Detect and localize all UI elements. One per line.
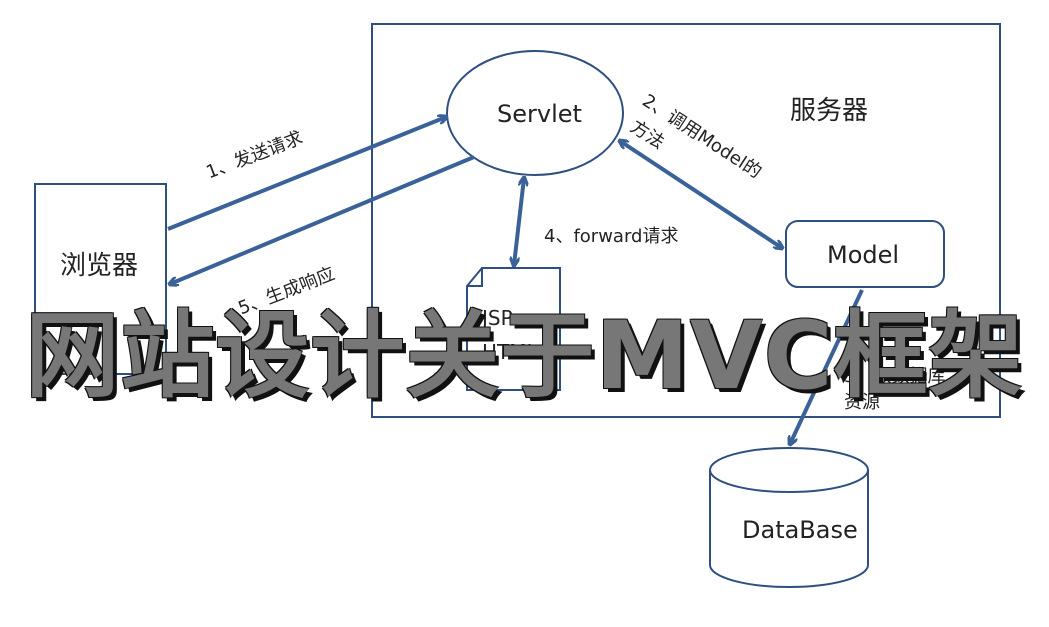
model-label: Model	[827, 241, 900, 269]
arrow-send-request	[167, 117, 446, 231]
browser-label: 浏览器	[60, 251, 139, 281]
overlay-title: 网站设计关于MVC框架	[25, 302, 1024, 411]
servlet-node	[446, 50, 624, 176]
database-label: DataBase	[742, 516, 858, 544]
jsp-label-line2: HTML	[482, 340, 538, 364]
jsp-document	[466, 267, 561, 391]
server-label: 服务器	[790, 96, 869, 126]
model-node	[785, 220, 945, 288]
servlet-label: Servlet	[497, 100, 582, 128]
database-cylinder-top	[709, 447, 869, 493]
step4-label: 4、forward请求	[544, 226, 679, 247]
server-box	[371, 23, 1001, 418]
browser-box	[34, 183, 167, 375]
database-cylinder	[709, 470, 869, 588]
step3-label-line2: 资源	[844, 392, 880, 413]
arrow-forward-request	[514, 178, 524, 265]
arrow-generate-response	[170, 155, 475, 284]
arrow-call-model	[620, 141, 782, 248]
arrow-fetch-database	[790, 289, 864, 444]
jsp-document-fold	[467, 268, 483, 287]
jsp-label-line1: JSP、	[482, 306, 533, 330]
step3-label-line1: 3、取数据库	[844, 366, 946, 387]
